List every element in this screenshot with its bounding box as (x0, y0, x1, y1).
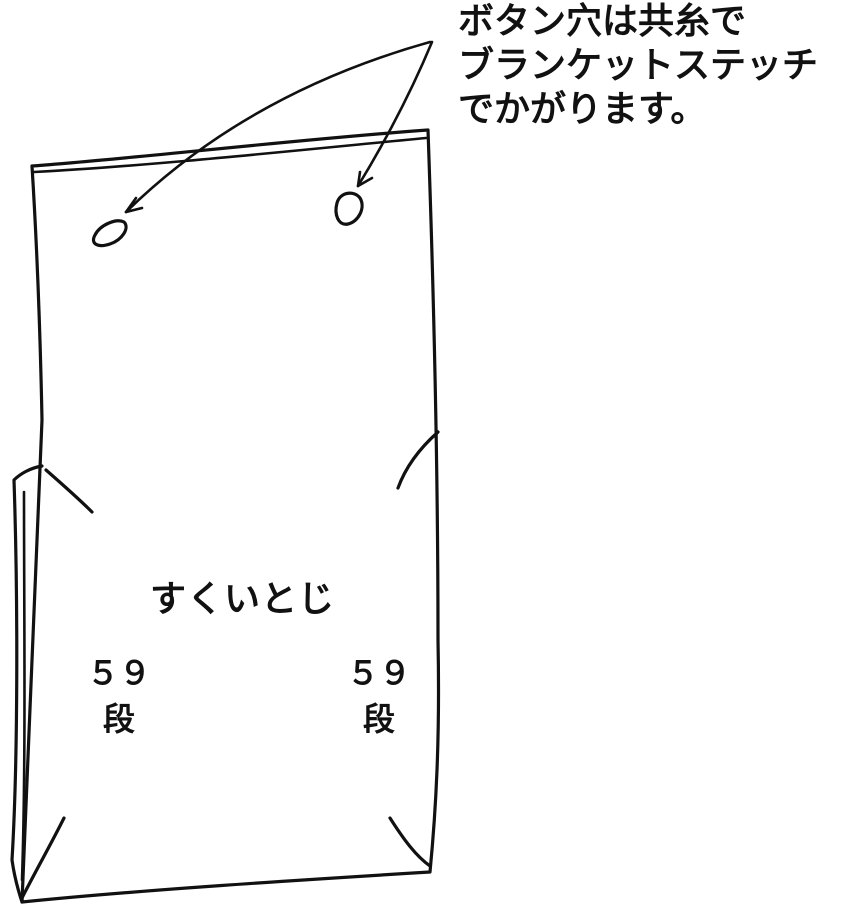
lower-right-seam-arc (388, 816, 432, 868)
pointer-arrow-right (356, 170, 374, 188)
buttonhole-left (91, 219, 128, 248)
right-row-count: ５９ 段 (334, 650, 424, 742)
note-line-1: ボタン穴は共糸で (458, 1, 747, 42)
note-line-2: ブランケットステッチ (458, 45, 819, 86)
panel-top-edge-stroke (32, 136, 428, 174)
buttonhole-instruction-note: ボタン穴は共糸で ブランケットステッチ でかがります。 (458, 0, 848, 132)
side-flap-inner-line (20, 490, 26, 882)
upper-right-seam-arc (396, 430, 440, 490)
pointer-line-left (124, 40, 432, 214)
left-row-number: ５９ (86, 654, 151, 692)
seam-method-label: すくいとじ (150, 579, 336, 620)
lower-left-seam-arc (20, 816, 66, 900)
pointer-arrow-left (124, 196, 144, 214)
upper-left-seam-arc (44, 468, 94, 514)
right-row-unit: 段 (362, 700, 395, 738)
left-row-unit: 段 (102, 700, 135, 738)
pointer-line-right (356, 40, 434, 188)
panel-outline (20, 128, 441, 904)
note-line-3: でかがります。 (458, 89, 707, 130)
right-row-number: ５９ (346, 654, 411, 692)
side-flap-outline (10, 464, 44, 904)
buttonhole-right (334, 191, 364, 226)
left-row-count: ５９ 段 (74, 650, 164, 742)
